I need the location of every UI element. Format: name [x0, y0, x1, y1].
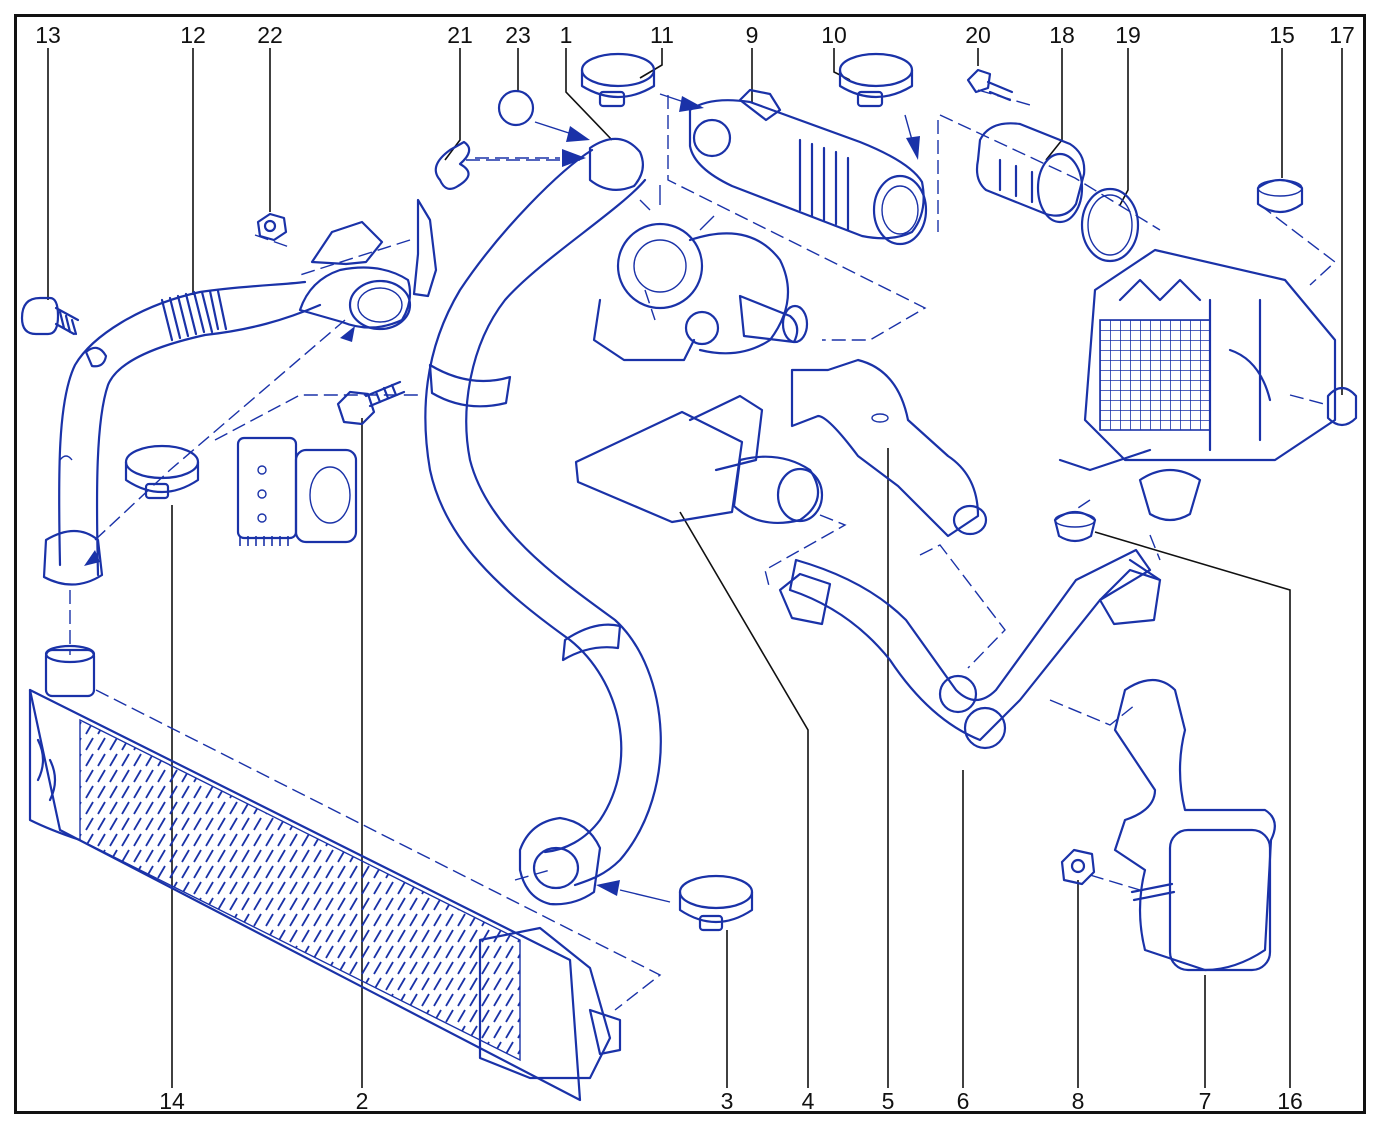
part-5-hose: [790, 358, 988, 538]
part-1-hose: [424, 137, 662, 906]
callout-20: 20: [965, 22, 991, 48]
part-4-scoop: [574, 394, 824, 524]
part-18-meter: [975, 122, 1086, 224]
air-filter-box: [1058, 248, 1337, 522]
part-16-grommet: [1053, 510, 1097, 543]
callout-15: 15: [1269, 22, 1295, 48]
callout-10: 10: [821, 22, 847, 48]
callout-1: 1: [559, 22, 573, 48]
part-13-bolt: [20, 296, 80, 336]
callout-11: 11: [650, 22, 674, 48]
part-8-nut: [1060, 848, 1096, 886]
turbocharger: [592, 185, 809, 362]
callout-23: 23: [505, 22, 531, 48]
callout-4: 4: [801, 1088, 815, 1114]
intercooler: [28, 644, 622, 1102]
part-7-resonator: [1113, 678, 1276, 972]
callout-6: 6: [956, 1088, 970, 1114]
callout-17: 17: [1329, 22, 1355, 48]
part-15-grommet: [1256, 178, 1304, 214]
part-20-screw: [966, 68, 1014, 102]
callout-18: 18: [1049, 22, 1075, 48]
part-22-nut: [256, 212, 288, 242]
part-19-oring: [1080, 187, 1140, 263]
callout-16: 16: [1277, 1088, 1303, 1114]
throttle-body: [236, 436, 358, 546]
callout-5: 5: [881, 1088, 895, 1114]
callout-2: 2: [355, 1088, 369, 1114]
part-6-pipe: [778, 548, 1162, 750]
part-21-clip: [434, 140, 471, 190]
part-17-grommet: [1326, 386, 1358, 427]
part-14-clamp: [124, 444, 200, 500]
part-12-pipe: [42, 280, 322, 586]
callout-7: 7: [1198, 1088, 1212, 1114]
callout-12: 12: [180, 22, 206, 48]
part-3-clamp: [678, 874, 754, 932]
part-23-oring: [497, 89, 535, 127]
part-10-clamp: [838, 52, 914, 108]
callout-13: 13: [35, 22, 61, 48]
assembly-arrows: [84, 93, 920, 903]
part-11-clamp: [580, 52, 656, 108]
callout-21: 21: [447, 22, 473, 48]
callout-3: 3: [720, 1088, 734, 1114]
callout-14: 14: [159, 1088, 185, 1114]
part-9-duct: [688, 88, 928, 246]
callout-19: 19: [1115, 22, 1141, 48]
callout-9: 9: [745, 22, 759, 48]
callout-22: 22: [257, 22, 283, 48]
callout-8: 8: [1071, 1088, 1085, 1114]
elbow-bracket: [298, 198, 438, 331]
part-2-bolt: [336, 380, 406, 426]
